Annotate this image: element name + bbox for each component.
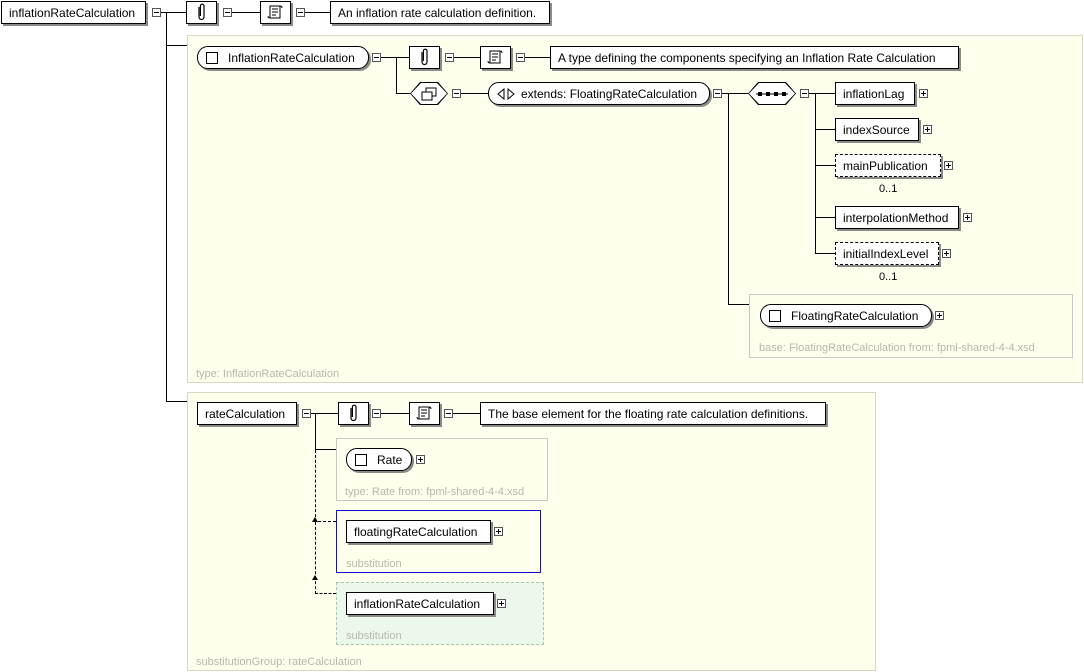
substitution-footer-1: substitution [346, 558, 402, 570]
sequence-element-initialIndexLevel[interactable]: initialIndexLevel [835, 242, 939, 265]
substitution-group-footer: substitutionGroup: rateCalculation [196, 656, 362, 668]
base-type-FloatingRateCalculation[interactable]: FloatingRateCalculation [760, 304, 932, 327]
type-documentation-scroll-icon [480, 46, 511, 69]
extension-collapse-toggle[interactable] [713, 89, 722, 98]
head-element-collapse-toggle[interactable] [302, 409, 311, 418]
substitution-element-floatingRateCalculation[interactable]: floatingRateCalculation [346, 520, 491, 543]
sequence-element-mainPublication[interactable]: mainPublication [835, 154, 941, 177]
expand-initialIndexLevel-toggle[interactable] [942, 249, 951, 258]
sequence-element-indexSource[interactable]: indexSource [835, 118, 919, 141]
extension-node[interactable]: extends: FloatingRateCalculation [488, 82, 710, 105]
expand-floatingRateCalculation-toggle[interactable] [494, 527, 503, 536]
sequence-compositor-node[interactable] [748, 82, 796, 105]
sequence-collapse-toggle[interactable] [800, 89, 809, 98]
type-annotation-text: A type defining the components specifyin… [550, 46, 959, 69]
sequence-element-inflationLag[interactable]: inflationLag [835, 82, 915, 105]
expand-inflationRateCalculation-toggle[interactable] [497, 599, 506, 608]
rate-type-footer: type: Rate from: fpml-shared-4-4.xsd [345, 486, 525, 498]
documentation-scroll-icon [260, 1, 291, 24]
base-type-footer: base: FloatingRateCalculation from: fpml… [759, 342, 1035, 354]
expand-rate-type-toggle[interactable] [416, 455, 425, 464]
substitution-element-inflationRateCalculation[interactable]: inflationRateCalculation [346, 592, 494, 615]
attachment-collapse-toggle[interactable] [223, 8, 232, 17]
complex-type-InflationRateCalculation[interactable]: InflationRateCalculation [197, 46, 369, 69]
complex-type-collapse-toggle[interactable] [372, 53, 381, 62]
root-element-inflationRateCalculation[interactable]: inflationRateCalculation [1, 1, 146, 24]
expand-interpolationMethod-toggle[interactable] [963, 213, 972, 222]
root-collapse-toggle[interactable] [152, 8, 161, 17]
substitution-footer-2: substitution [346, 630, 402, 642]
expand-indexSource-toggle[interactable] [923, 125, 932, 134]
head-element-rateCalculation[interactable]: rateCalculation [197, 402, 297, 425]
complex-type-footer: type: InflationRateCalculation [196, 368, 340, 380]
head-annotation-text: The base element for the floating rate c… [480, 402, 826, 425]
head-documentation-collapse-toggle[interactable] [444, 409, 453, 418]
complex-type-icon [206, 51, 218, 64]
expand-inflationLag-toggle[interactable] [919, 89, 928, 98]
type-Rate[interactable]: Rate [346, 448, 412, 471]
head-attachment-collapse-toggle[interactable] [372, 409, 381, 418]
complex-content-icon [421, 87, 437, 101]
type-documentation-collapse-toggle[interactable] [516, 53, 525, 62]
extension-arrows-icon [497, 87, 515, 100]
expand-mainPublication-toggle[interactable] [944, 161, 953, 170]
type-attachment-collapse-toggle[interactable] [445, 53, 454, 62]
head-documentation-scroll-icon [409, 402, 440, 425]
mainPublication-occurrence: 0..1 [879, 183, 898, 195]
root-element-label: inflationRateCalculation [9, 5, 136, 20]
initialIndexLevel-occurrence: 0..1 [879, 271, 898, 283]
documentation-collapse-toggle[interactable] [296, 8, 305, 17]
head-attachment-icon [338, 402, 369, 425]
rate-type-icon [355, 453, 367, 466]
complex-content-collapse-toggle[interactable] [452, 89, 461, 98]
sequence-element-interpolationMethod[interactable]: interpolationMethod [835, 206, 959, 229]
expand-base-type-toggle[interactable] [935, 311, 944, 320]
attachment-icon [186, 1, 217, 24]
root-annotation-text: An inflation rate calculation definition… [330, 1, 550, 24]
type-attachment-icon [409, 46, 440, 69]
complex-content-node[interactable] [410, 82, 448, 105]
sequence-icon [756, 91, 788, 97]
base-type-icon [769, 309, 781, 322]
